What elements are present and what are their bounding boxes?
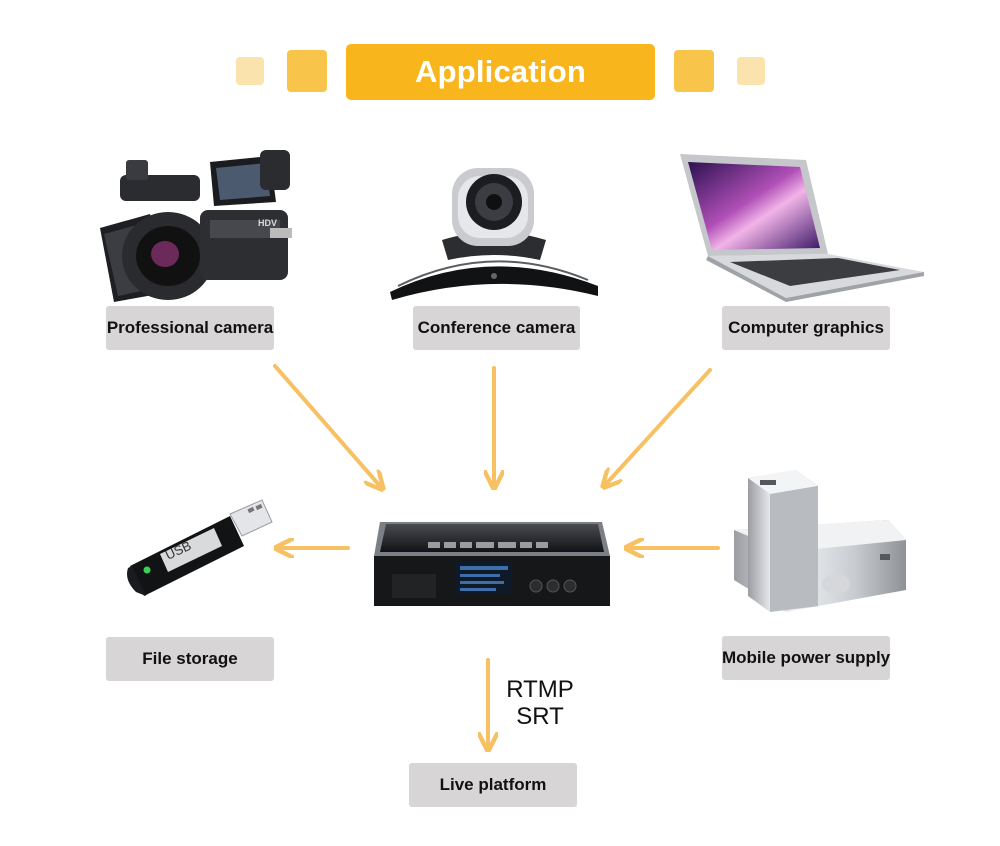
protocol-rtmp: RTMP <box>506 676 574 703</box>
label-professional-camera: Professional camera <box>106 306 274 350</box>
diagram-title: Application Scenario <box>346 44 655 145</box>
label-live-platform: Live platform <box>409 763 577 807</box>
decor-square-right-large <box>674 50 714 92</box>
label-mobile-power-supply: Mobile power supply <box>722 636 890 680</box>
arrow-computer-to-device <box>606 368 712 484</box>
label-file-storage: File storage <box>106 637 274 681</box>
streaming-encoder-illustration <box>374 522 610 606</box>
label-computer-graphics: Computer graphics <box>722 306 890 350</box>
arrow-professional-to-device <box>273 364 380 486</box>
protocol-srt: SRT <box>516 703 564 730</box>
decor-square-left-small <box>236 57 264 85</box>
conference-camera-illustration <box>390 168 598 300</box>
laptop-illustration <box>680 154 924 302</box>
decor-square-left-large <box>287 50 327 92</box>
camera-brand-text: HDV <box>258 218 277 228</box>
label-conference-camera: Conference camera <box>413 306 580 350</box>
usb-stick-illustration: USB <box>127 499 273 596</box>
professional-camera-illustration: HDV <box>100 150 292 302</box>
power-bank-illustration <box>734 470 906 612</box>
decor-square-right-small <box>737 57 765 85</box>
